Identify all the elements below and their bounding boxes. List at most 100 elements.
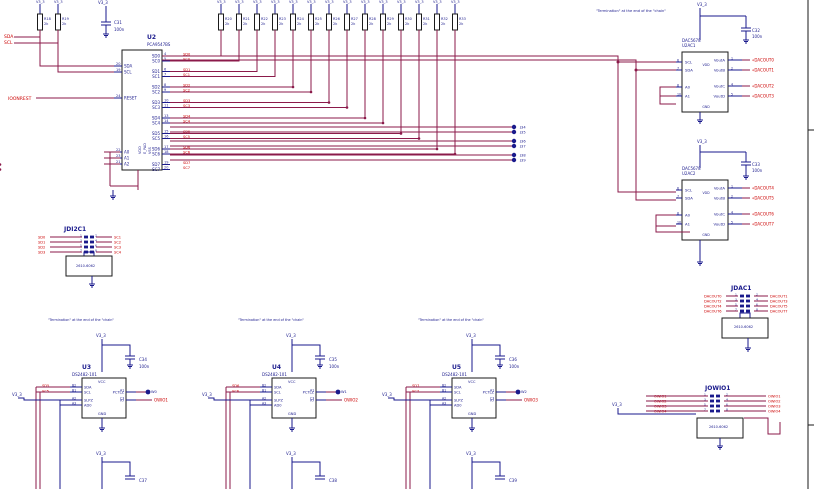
ow-ic-ref: U5 <box>452 364 461 371</box>
termination-note-dac: "Termination" at the end of the "chain" <box>596 9 666 13</box>
ground-symbol <box>89 276 95 288</box>
ow-pin-gnd: GND <box>288 412 296 416</box>
ow-pin-name: IO <box>490 399 494 403</box>
ow-pin-name: SLPZ <box>454 399 463 403</box>
u2-pin-name: A1 <box>124 156 130 161</box>
resistor-ref: R31 <box>423 17 430 21</box>
dac-vdd: VDD <box>702 191 710 195</box>
dac-pin-number: 4 <box>731 211 733 215</box>
header-pin <box>746 309 750 313</box>
rail-label: V3_3 <box>235 0 244 4</box>
resistor-ref: R21 <box>243 17 250 21</box>
pin-number: 3 <box>735 298 737 302</box>
dac-pin-number: 10 <box>677 221 681 225</box>
resistor-body <box>362 13 368 31</box>
i2c-input-nets: SDA SCL IOONREST <box>4 30 120 102</box>
resistor-body <box>218 13 224 31</box>
jdi2c1-body <box>65 255 113 277</box>
ground-symbol <box>717 438 723 450</box>
u2-vss: VSS <box>148 146 152 154</box>
pin-number: 6 <box>756 303 758 307</box>
u2-pin-name: SC2 <box>152 90 160 95</box>
rail-label: V3_3 <box>612 402 622 407</box>
test-point-label: W1 <box>341 390 347 394</box>
pin-number: 1 <box>704 393 706 397</box>
dac-gnd: GND <box>702 233 710 237</box>
dac-pin-number: 1 <box>731 185 733 189</box>
u2-pin-number: 22 <box>116 148 120 152</box>
dac-pin-name: VoutB <box>714 196 726 201</box>
resistor-value: 2k <box>369 22 374 26</box>
dac-pin-number: 8 <box>677 212 679 216</box>
net-label-sd: SD7 <box>412 384 419 388</box>
net-label-sc: SC3 <box>183 104 190 108</box>
rail-label: V3_3 <box>202 392 212 397</box>
dac-pin-number: 2 <box>731 67 733 71</box>
u2-pin-number: 20 <box>116 62 120 66</box>
ow-pin-number: A2 <box>72 397 76 401</box>
ow-cap-ref: C36 <box>509 357 517 362</box>
u2-pin-number: 5 <box>164 57 166 61</box>
u2-pin-number: 24 <box>116 94 121 98</box>
pin-number: 7 <box>704 408 706 412</box>
c33-ref: C33 <box>752 162 760 167</box>
net-label: SD2 <box>38 246 45 250</box>
ow-cap-value: 100n <box>509 364 520 369</box>
jumper-pad <box>511 138 517 144</box>
rail-label: V3_3 <box>415 0 424 4</box>
u2-pin-name: SD2 <box>152 85 161 90</box>
rail-label: V3_3 <box>12 392 22 397</box>
dac-pin-name: VoutD <box>714 94 726 99</box>
rail-label: V3_3 <box>451 0 460 4</box>
dac-output-net: «DACOUT4 <box>752 186 774 191</box>
rail-label: V3_3 <box>466 333 476 338</box>
resistor-ref: R19 <box>62 17 69 21</box>
dac-pin-name: VoutA <box>714 186 726 191</box>
pin-number: 8 <box>95 249 97 253</box>
dac-i2c-routing <box>162 55 690 233</box>
ow-pin-name: SDA <box>454 386 462 390</box>
u2-pin-number: 23 <box>116 154 120 158</box>
dac-pin-name: SDA <box>685 68 693 73</box>
c31-ref: C31 <box>114 20 122 25</box>
resistor-value: 2k <box>261 22 266 26</box>
pin-number: 6 <box>95 244 97 248</box>
dac-pin-number: 5 <box>731 221 733 225</box>
u2-ref: U2 <box>147 34 156 41</box>
dac-pin-name: VoutC <box>714 212 726 217</box>
u2-pin-name: SC3 <box>152 105 160 110</box>
rail-label: V3_3 <box>433 0 442 4</box>
jumper-pad <box>511 129 517 135</box>
jumper-label: J38 <box>519 154 526 158</box>
ow-cap-ref: C39 <box>509 478 517 483</box>
net-label-sd: SD0 <box>183 53 191 57</box>
dac-pin-name: SDA <box>685 196 693 201</box>
pin-number: 1 <box>735 293 737 297</box>
pin-number: 4 <box>95 239 97 243</box>
ow-ic-ref: U3 <box>82 364 91 371</box>
ow-bridge-u5: "Termination" at the end of the "chain"V… <box>382 318 538 489</box>
resistor-body <box>37 13 43 31</box>
ow-pin-name: AD0 <box>84 404 92 408</box>
ow-pin-number: B2 <box>442 384 446 388</box>
dac-pin-number: 7 <box>677 67 679 71</box>
ow-pin-number: C3 <box>490 397 494 401</box>
u2-pin-number: 19 <box>116 68 120 72</box>
ow-cap-ref: C34 <box>139 357 147 362</box>
jumper-pad <box>511 152 517 158</box>
u2-vdd: VDD <box>138 146 142 154</box>
ground-symbol <box>697 112 703 124</box>
resistor-body <box>416 13 422 31</box>
ow-pin-vcc: VCC <box>468 380 476 384</box>
ow-pin-name: AD0 <box>454 404 462 408</box>
ow-bridge-u4: "Termination" at the end of the "chain"V… <box>202 318 358 489</box>
net-label: SD1 <box>38 241 45 245</box>
ow-pin-number: B1 <box>442 389 446 393</box>
u2-part: PCA9547BS <box>147 42 171 47</box>
ow-pin-gnd: GND <box>468 412 476 416</box>
resistor-body <box>236 13 242 31</box>
c32-value: 100n <box>752 34 763 39</box>
dac-pin-name: VoutA <box>714 58 726 63</box>
